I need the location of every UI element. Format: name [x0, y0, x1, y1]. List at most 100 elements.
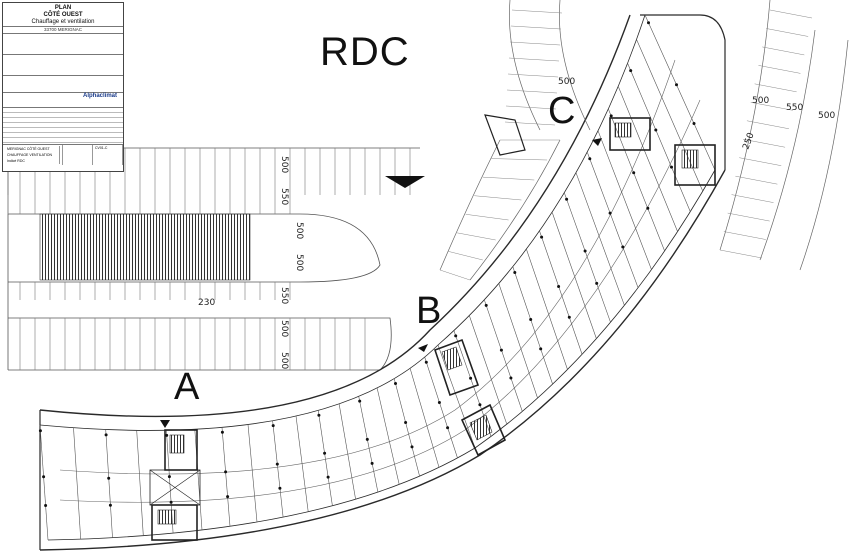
tb-subject: CHAUFFAGE VENTILATION: [5, 152, 60, 158]
entrance-arrow: [160, 138, 602, 428]
column-dot: [326, 475, 330, 479]
parking-stall-line: [739, 157, 782, 166]
tb-ref: CV01-C: [93, 145, 123, 165]
revision-table: [3, 107, 123, 144]
dim-230: 230: [198, 298, 215, 308]
parking-stall-line: [511, 9, 563, 14]
column-dot: [509, 376, 513, 380]
grid-line: [484, 299, 523, 412]
tb-info-row: [3, 75, 123, 92]
grid-line: [73, 427, 81, 540]
parking-stall-line: [439, 269, 471, 281]
dim-550-left-2: 550: [279, 287, 289, 304]
parking-stall-line: [762, 46, 805, 56]
column-dot: [365, 437, 369, 441]
tb-line2: CÔTÉ OUEST: [43, 12, 83, 18]
grid-line: [424, 357, 458, 459]
parking-stall-line: [731, 194, 774, 203]
column-dot: [478, 403, 482, 407]
column-dot: [583, 249, 587, 253]
parking-stall-line: [766, 28, 809, 37]
column-dot: [539, 347, 543, 351]
parking-stall-line: [491, 158, 548, 161]
column-dot: [108, 503, 112, 507]
parking-stall-line: [505, 105, 557, 110]
column-dot: [107, 476, 111, 480]
column-dot: [224, 470, 228, 474]
column-dot: [370, 461, 374, 465]
dim-500-right: 500: [752, 96, 769, 106]
dim-500-left-2: 500: [294, 222, 304, 239]
company-logo: Alphaclimat: [82, 93, 117, 99]
building-grid-lines: [39, 14, 716, 541]
grid-line: [393, 378, 420, 477]
column-dot: [404, 421, 408, 424]
parking-stall-line: [507, 73, 559, 78]
stair-core-b: [433, 338, 507, 457]
parking-stall-line: [508, 57, 560, 62]
grid-line: [617, 86, 678, 232]
parking-stall-line: [746, 120, 789, 130]
grid-line: [597, 130, 652, 270]
dim-500-left-5: 500: [279, 352, 289, 369]
column-dot: [275, 462, 279, 466]
parking-stall-line: [448, 251, 483, 261]
grid-line: [358, 396, 379, 493]
grid-line: [272, 420, 284, 518]
column-dot: [621, 245, 625, 249]
parking-stall-line: [754, 83, 797, 93]
parking-stall-line: [750, 102, 793, 111]
column-dot: [44, 504, 48, 507]
column-dot: [469, 376, 473, 380]
stair-label-a: A: [174, 366, 200, 408]
grid-line: [551, 212, 597, 339]
column-dot: [484, 303, 488, 307]
column-dot: [323, 451, 327, 455]
column-dot: [595, 281, 599, 285]
column-dot: [42, 475, 46, 479]
grid-line: [247, 424, 258, 523]
parking-stall-line: [510, 25, 562, 30]
column-dot: [226, 495, 230, 499]
column-dot: [358, 399, 362, 403]
grid-line: [376, 387, 400, 485]
grid-line: [295, 415, 309, 512]
parking-stall-line: [474, 195, 522, 201]
grid-line: [564, 192, 611, 323]
grid-line: [539, 230, 583, 355]
dim-500-left-1: 500: [279, 156, 289, 173]
dim-250: 250: [741, 131, 756, 151]
right-parking-area: [439, 0, 849, 281]
dimension-labels: 500 550 500 500 550 500 500 230 500 500 …: [198, 77, 835, 369]
column-dot: [38, 429, 42, 433]
tb-line3: Chauffage et ventilation: [31, 19, 95, 25]
column-dot: [499, 348, 503, 352]
dim-500-top: 500: [558, 77, 575, 87]
column-dot: [675, 83, 678, 87]
stair-core-a: [149, 429, 201, 541]
column-dot: [169, 500, 173, 504]
hatched-central-band: [39, 213, 251, 281]
parking-stalls-right: [439, 9, 813, 281]
dim-550-right: 550: [786, 103, 803, 113]
column-dot: [104, 433, 108, 437]
tb-project: MERIGNAC CÔTÉ OUEST: [5, 146, 60, 152]
grid-line: [586, 151, 639, 288]
column-dot: [278, 486, 282, 490]
tb-logo-row: Alphaclimat: [3, 92, 123, 107]
dim-550-left-1: 550: [279, 188, 289, 205]
parking-stall-line: [482, 176, 535, 181]
tb-level: Indicé RDC: [5, 158, 60, 164]
plan-title: RDC: [320, 30, 410, 74]
column-dot: [317, 413, 321, 417]
parking-stall-line: [723, 231, 766, 240]
column-dot: [424, 360, 428, 364]
column-dot: [654, 128, 658, 132]
tb-line4: 33700 MERIGNAC: [3, 26, 123, 33]
parking-stall-line: [758, 65, 801, 74]
column-dot: [565, 197, 569, 201]
grid-line: [498, 283, 538, 399]
stair-label-c: C: [548, 90, 576, 132]
grid-line: [194, 429, 203, 531]
column-dot: [609, 114, 613, 118]
